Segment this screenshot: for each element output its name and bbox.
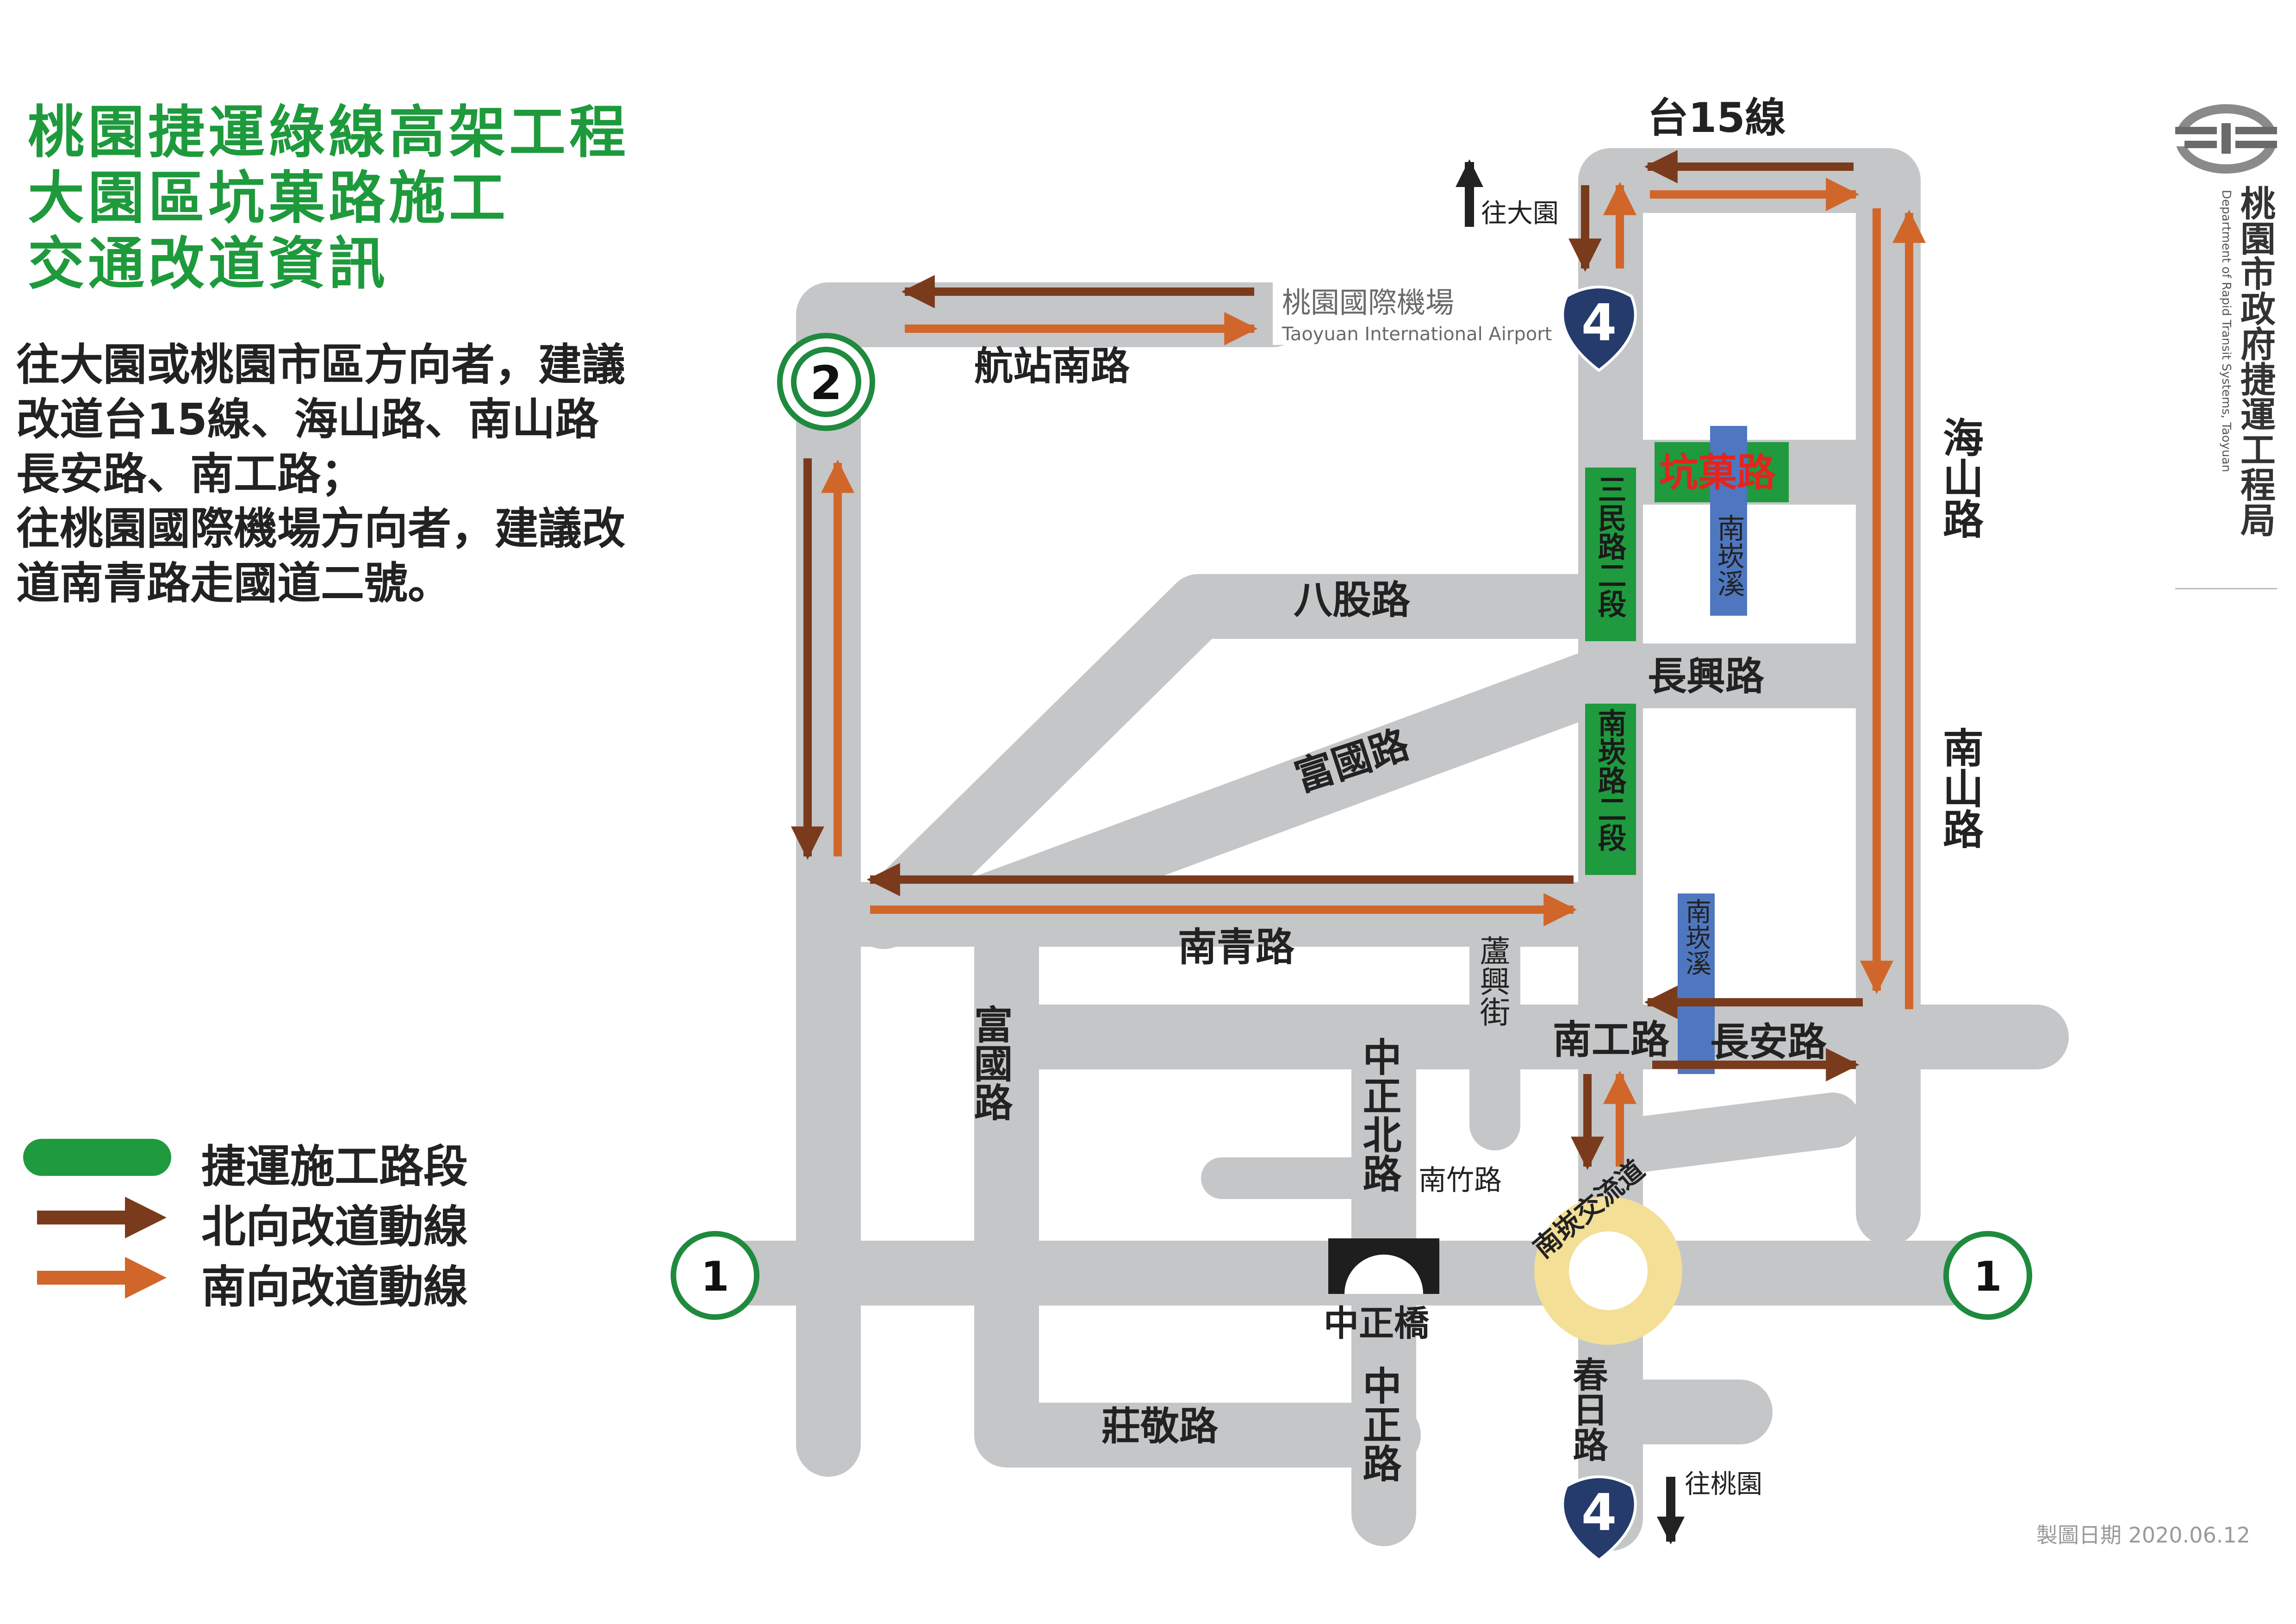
agency-logo-icon	[2171, 104, 2282, 174]
national-1-shield-right-icon	[1943, 1231, 2032, 1320]
label-direction-south: 往桃園	[1685, 1469, 1762, 1499]
shield-1-right-number: 1	[1973, 1253, 2002, 1300]
southbound-detour-arrows	[821, 178, 1926, 1167]
provincial-4-shield-top-icon	[1561, 286, 1637, 372]
legend: 捷運施工路段 北向改道動線 南向改道動線	[19, 1130, 574, 1315]
title-line-2: 大園區坑菓路施工	[28, 165, 509, 231]
label-airport-zh: 桃園國際機場	[1282, 286, 1454, 319]
mrt-section-sanmin	[1585, 468, 1636, 641]
road-changxing-fuguo	[940, 643, 1921, 944]
advice-line-5: 道南青路走國道二號。	[16, 558, 452, 609]
label-luxing: 蘆興街	[1475, 935, 1511, 1027]
legend-northbound-label: 北向改道動線	[201, 1201, 468, 1253]
label-creek-upper: 南崁溪	[1712, 514, 1745, 597]
advice-line-2: 改道台15線、海山路、南山路	[16, 394, 599, 445]
label-tai15: 台15線	[1648, 94, 1786, 142]
label-zhongzheng-bridge: 中正橋	[1324, 1303, 1430, 1344]
label-changan: 長安路	[1710, 1019, 1827, 1065]
title-block: 桃園捷運綠線高架工程 大園區坑菓路施工 交通改道資訊	[28, 100, 629, 297]
legend-northbound-arrow-icon	[37, 1197, 167, 1238]
shield-1-left-number: 1	[701, 1253, 729, 1300]
shield-2-number: 2	[810, 356, 842, 410]
road-spur	[1583, 1093, 1860, 1176]
label-changxing: 長興路	[1648, 654, 1765, 699]
nankan-interchange	[1534, 1197, 1682, 1345]
label-hangzhan: 航站南路	[974, 344, 1130, 389]
label-nanqing: 南青路	[1178, 924, 1295, 970]
northbound-detour-arrows	[791, 150, 1863, 1170]
legend-mrt-label: 捷運施工路段	[201, 1141, 468, 1193]
advice-line-3: 長安路、南工路；	[16, 449, 365, 500]
label-nangong: 南工路	[1553, 1017, 1670, 1062]
shield-4-top-number: 4	[1581, 293, 1617, 352]
label-direction-north: 往大園	[1481, 199, 1559, 229]
label-sanmin: 三民路二段	[1593, 475, 1627, 618]
drawing-date: 製圖日期 2020.06.12	[2036, 1523, 2250, 1548]
zhongzheng-bridge-icon	[1328, 1238, 1439, 1294]
advice-block: 往大園或桃園市區方向者，建議 改道台15線、海山路、南山路 長安路、南工路； 往…	[16, 338, 625, 611]
legend-swatches	[23, 1139, 171, 1299]
label-haishan: 海山路	[1936, 417, 1984, 539]
national-1-shield-left-icon	[671, 1231, 759, 1320]
mrt-section-nankan	[1585, 704, 1636, 875]
nankan-creek	[1678, 426, 1747, 1074]
label-nanzhu: 南竹路	[1419, 1164, 1502, 1197]
label-fuguo-vertical: 富國路	[968, 1005, 1013, 1121]
label-nanshan: 南山路	[1936, 727, 1984, 849]
title-line-1: 桃園捷運綠線高架工程	[28, 100, 629, 165]
agency-name-en: Department of Rapid Transit Systems, Tao…	[2219, 190, 2233, 472]
road-baguru	[852, 574, 1643, 949]
county-road-2-shield-icon	[777, 333, 875, 431]
provincial-4-shield-bottom-icon	[1561, 1475, 1637, 1562]
agency-name-zh: 桃園市政府捷運工程局	[2234, 185, 2276, 537]
label-zhongzheng-north: 中正北路	[1356, 1037, 1402, 1193]
title-line-3: 交通改道資訊	[28, 231, 389, 297]
label-creek-lower: 南崁溪	[1681, 898, 1711, 976]
road-hangzhan-south	[796, 282, 1305, 1477]
road-fuguo-vertical	[974, 882, 1421, 1468]
advice-line-1: 往大園或桃園市區方向者，建議	[16, 340, 626, 390]
label-baguru: 八股路	[1294, 577, 1411, 623]
label-chunri: 春日路	[1567, 1356, 1608, 1462]
legend-mrt-swatch	[23, 1139, 171, 1176]
label-kengguo: 坑菓路	[1659, 450, 1776, 495]
agency-divider	[2175, 588, 2277, 589]
airport-sign	[1273, 280, 1560, 345]
shield-4-bottom-number: 4	[1581, 1483, 1617, 1542]
label-zhuangjing: 莊敬路	[1101, 1404, 1219, 1449]
label-zhongzheng: 中正路	[1356, 1366, 1402, 1482]
advice-line-4: 往桃園國際機場方向者，建議改	[16, 504, 626, 554]
legend-southbound-label: 南向改道動線	[201, 1261, 468, 1313]
agency-logo-block: Department of Rapid Transit Systems, Tao…	[2166, 93, 2286, 593]
legend-southbound-arrow-icon	[37, 1257, 167, 1299]
label-nankan-rd: 南崁路二段	[1593, 708, 1627, 852]
label-airport-en: Taoyuan International Airport	[1282, 324, 1552, 345]
